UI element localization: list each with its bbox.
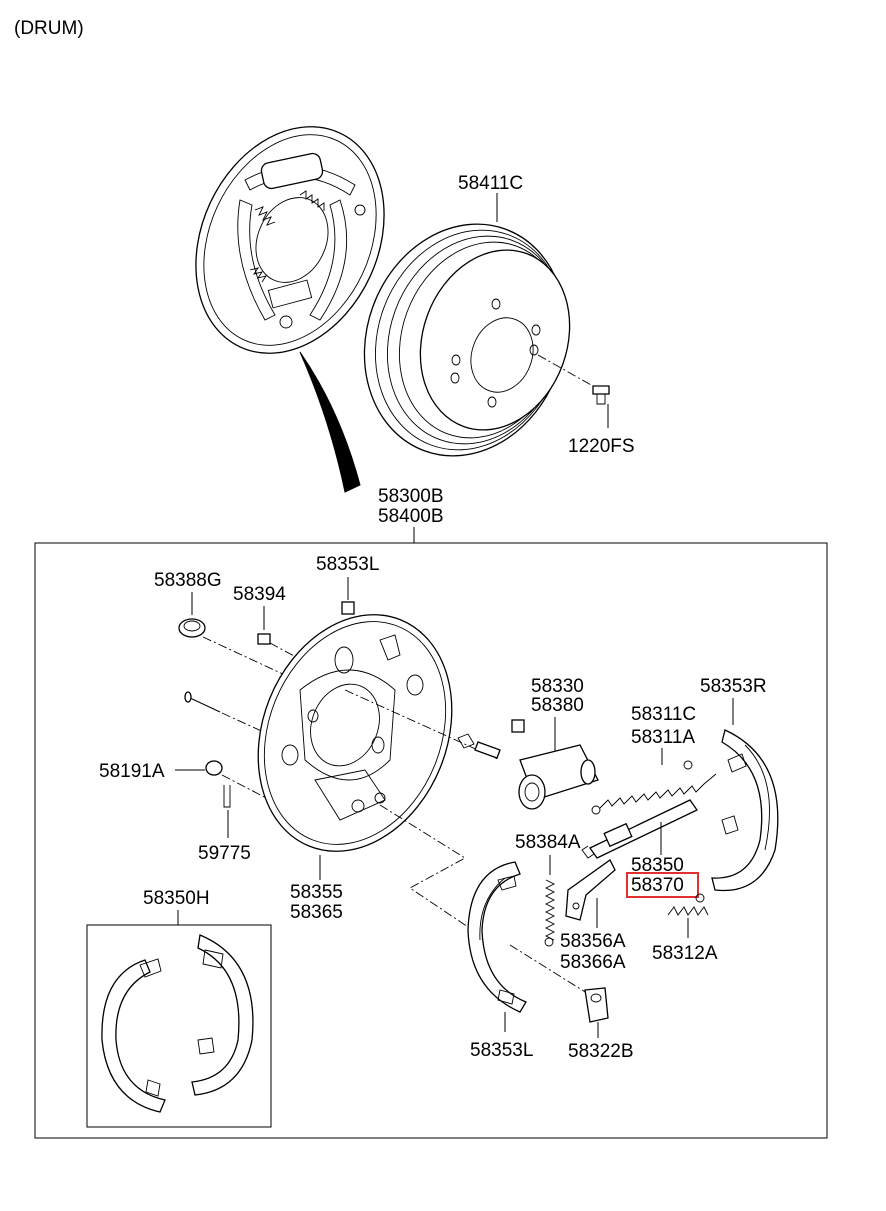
assembly-arrow-icon [299, 351, 361, 493]
wheel-cylinder-illustration [457, 719, 599, 810]
grommet-illustration [205, 760, 223, 776]
label-58350: 58350 [631, 855, 684, 876]
label-59775: 59775 [198, 843, 251, 864]
brake-shoe-right-illustration [711, 729, 779, 892]
label-58394: 58394 [233, 584, 286, 605]
assembled-brake-illustration [195, 126, 385, 354]
shoe-kit-frame [86, 924, 272, 1128]
rubber-plug-illustration [178, 618, 206, 638]
label-1220fs: 1220FS [568, 436, 635, 457]
label-58356a: 58356A [560, 931, 626, 952]
label-58311a: 58311A [631, 727, 695, 748]
highlight-box-58370 [626, 872, 699, 898]
label-58355: 58355 [290, 882, 343, 903]
label-58322b: 58322B [568, 1041, 634, 1062]
adjuster-lever-illustration [565, 859, 616, 921]
retainer-clip-illustration [584, 987, 609, 1023]
label-58353r: 58353R [700, 676, 767, 697]
label-58191a: 58191A [99, 761, 165, 782]
label-58400b: 58400B [378, 506, 444, 527]
label-58311c: 58311C [631, 704, 696, 725]
label-58388g: 58388G [154, 570, 222, 591]
label-58350h: 58350H [143, 888, 210, 909]
lower-spring-illustration [667, 893, 709, 916]
backing-plate-illustration [257, 614, 453, 852]
wheel-bolt-illustration [592, 385, 610, 405]
adjuster-illustration [581, 799, 698, 859]
spring-clip-illustration [223, 785, 231, 808]
adjuster-spring-illustration [544, 879, 556, 947]
label-58370[interactable]: 58370 [631, 875, 684, 896]
shoe-kit-illustration [101, 934, 254, 1113]
brake-drum-illustration [363, 223, 571, 457]
bleeder-screw-illustration [257, 633, 271, 645]
label-58353l-nut: 58353L [316, 554, 379, 575]
label-58365: 58365 [290, 902, 343, 923]
label-58330: 58330 [531, 676, 584, 697]
label-58300b: 58300B [378, 486, 444, 507]
brake-shoe-left-illustration [467, 861, 527, 1013]
label-58384a: 58384A [515, 832, 581, 853]
label-58411c: 58411C [458, 173, 523, 194]
nut-illustration [341, 601, 355, 615]
diagram-title: (DRUM) [14, 18, 84, 39]
label-58353l-shoe: 58353L [470, 1040, 533, 1061]
assembly-frame [34, 542, 828, 1139]
return-spring-illustration [591, 760, 717, 815]
label-58312a: 58312A [652, 943, 718, 964]
hold-down-pin-illustration [184, 691, 221, 713]
label-58380: 58380 [531, 695, 584, 716]
label-58366a: 58366A [560, 952, 626, 973]
